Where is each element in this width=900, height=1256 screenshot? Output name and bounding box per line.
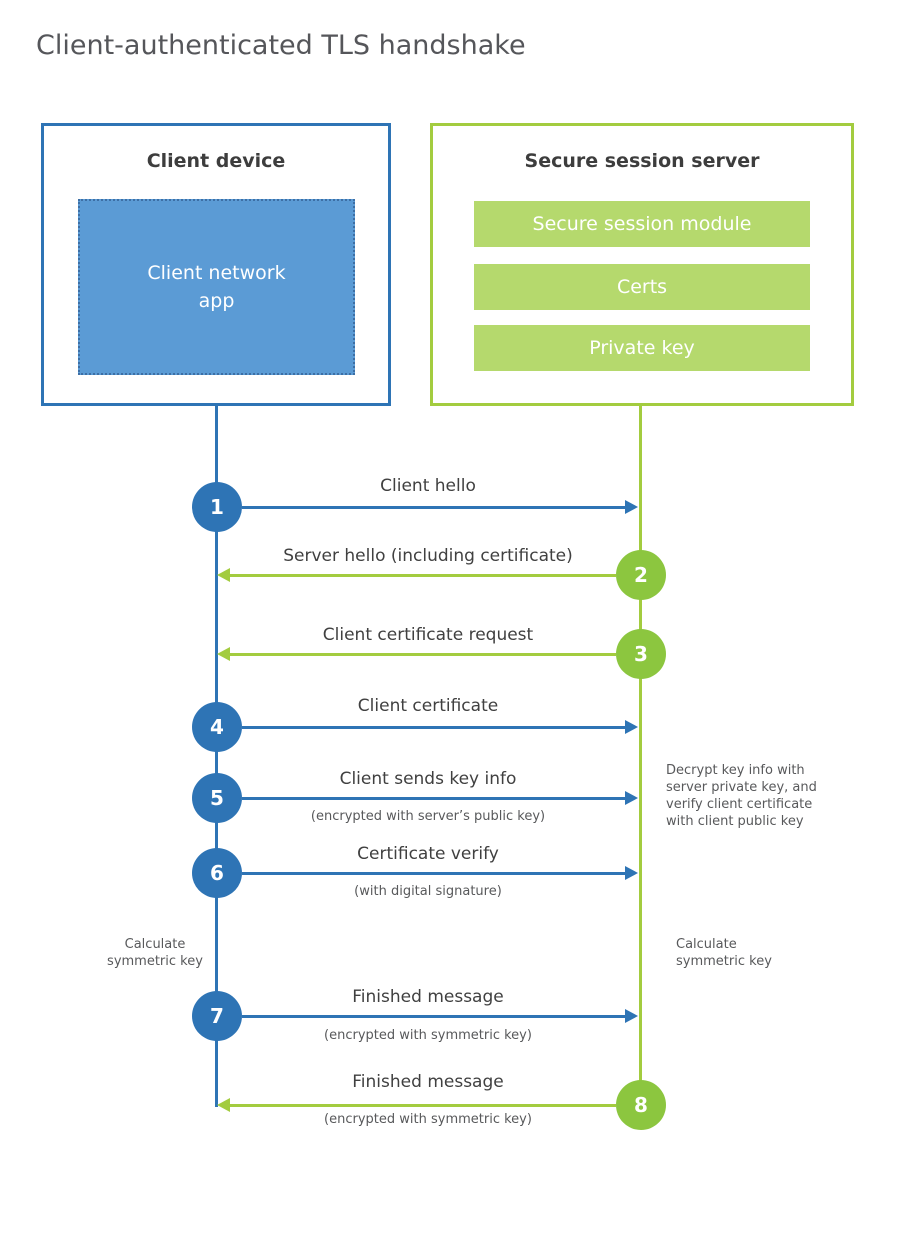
arrow-shaft (242, 796, 625, 800)
arrow-shaft (242, 1014, 625, 1018)
step-8-badge: 8 (616, 1080, 666, 1130)
server-module-private-key: Private key (474, 325, 810, 371)
step-1-badge: 1 (192, 482, 242, 532)
step-6-label: Certificate verify (357, 844, 499, 864)
arrowhead-left-icon (217, 647, 230, 661)
step-7-number: 7 (210, 1004, 224, 1028)
step-6-sublabel: (with digital signature) (354, 884, 502, 899)
page-title: Client-authenticated TLS handshake (36, 30, 526, 61)
client-calc-symmetric-key-note: Calculate symmetric key (107, 937, 203, 970)
step-5-badge: 5 (192, 773, 242, 823)
step-4-arrow (242, 720, 638, 734)
step-7-sublabel: (encrypted with symmetric key) (324, 1028, 532, 1043)
server-title: Secure session server (524, 150, 760, 172)
step-8-number: 8 (634, 1093, 648, 1117)
server-calc-symmetric-key-note: Calculate symmetric key (676, 937, 772, 970)
client-lifeline (215, 406, 218, 1107)
step-5-number: 5 (210, 786, 224, 810)
client-network-app-label: Client network app (147, 261, 286, 313)
step-3-number: 3 (634, 642, 648, 666)
step-6-arrow (242, 866, 638, 880)
step-5-label: Client sends key info (339, 769, 517, 789)
arrow-shaft (230, 652, 616, 656)
arrowhead-right-icon (625, 866, 638, 880)
step-1-arrow (242, 500, 638, 514)
step-1-number: 1 (210, 495, 224, 519)
step-6-number: 6 (210, 861, 224, 885)
step-1-label: Client hello (380, 476, 476, 496)
step-2-number: 2 (634, 563, 648, 587)
step-8-label: Finished message (352, 1072, 504, 1092)
arrowhead-right-icon (625, 720, 638, 734)
step-4-label: Client certificate (357, 696, 499, 716)
step-3-arrow (217, 647, 616, 661)
step-2-arrow (217, 568, 616, 582)
client-device-box: Client device Client network app (41, 123, 391, 406)
server-decrypt-note: Decrypt key info with server private key… (666, 763, 817, 830)
step-5-sublabel: (encrypted with server’s public key) (310, 809, 546, 824)
arrowhead-left-icon (217, 1098, 230, 1112)
step-4-number: 4 (210, 715, 224, 739)
arrow-shaft (242, 505, 625, 509)
arrowhead-right-icon (625, 791, 638, 805)
arrow-shaft (242, 871, 625, 875)
server-module-certs: Certs (474, 264, 810, 310)
step-3-badge: 3 (616, 629, 666, 679)
arrow-shaft (242, 725, 625, 729)
arrow-shaft (230, 1103, 616, 1107)
step-4-badge: 4 (192, 702, 242, 752)
step-8-arrow (217, 1098, 616, 1112)
step-7-arrow (242, 1009, 638, 1023)
arrow-shaft (230, 573, 616, 577)
step-3-label: Client certificate request (322, 625, 534, 645)
step-7-badge: 7 (192, 991, 242, 1041)
arrowhead-left-icon (217, 568, 230, 582)
arrowhead-right-icon (625, 500, 638, 514)
step-7-label: Finished message (352, 987, 504, 1007)
client-network-app-box: Client network app (78, 199, 355, 375)
step-5-arrow (242, 791, 638, 805)
server-box: Secure session server Secure session mod… (430, 123, 854, 406)
step-2-badge: 2 (616, 550, 666, 600)
client-device-title: Client device (146, 150, 286, 172)
step-8-sublabel: (encrypted with symmetric key) (324, 1112, 532, 1127)
step-6-badge: 6 (192, 848, 242, 898)
server-lifeline (639, 406, 642, 1128)
step-2-label: Server hello (including certificate) (283, 546, 573, 566)
server-module-secure-session: Secure session module (474, 201, 810, 247)
arrowhead-right-icon (625, 1009, 638, 1023)
